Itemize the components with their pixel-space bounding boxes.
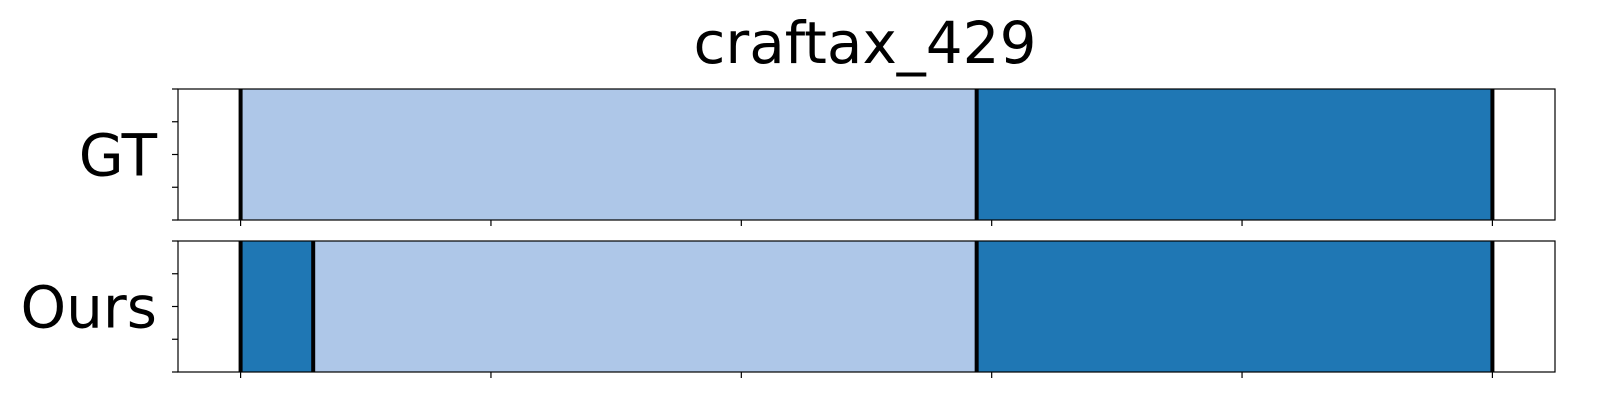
- segment-light: [313, 241, 977, 372]
- row-label: GT: [79, 122, 158, 190]
- segment-dark: [976, 241, 1493, 372]
- segment-dark: [976, 89, 1493, 220]
- row-ours: Ours: [21, 240, 1556, 378]
- row-label: Ours: [21, 274, 157, 342]
- segment-dark: [240, 241, 314, 372]
- row-gt: GT: [79, 88, 1556, 226]
- rows-group: GT Ours: [21, 88, 1556, 378]
- chart-title: craftax_429: [694, 9, 1037, 77]
- segment-light: [240, 89, 977, 220]
